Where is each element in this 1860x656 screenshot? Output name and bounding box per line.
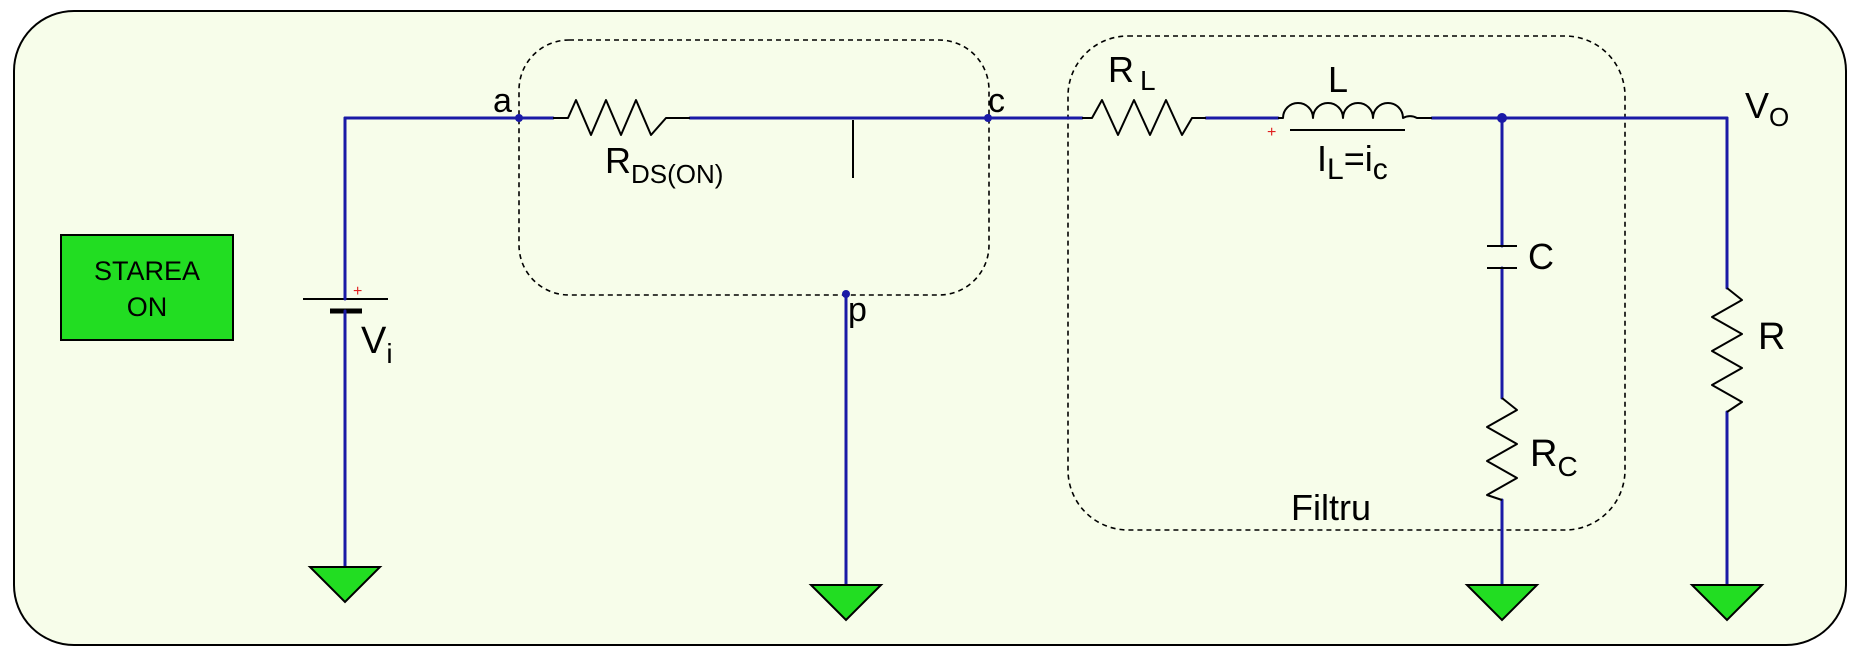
inductor-polarity: + bbox=[1267, 124, 1276, 141]
node-a-dot bbox=[515, 114, 523, 122]
diagram-panel bbox=[13, 10, 1847, 646]
capacitor-symbol bbox=[1487, 245, 1517, 269]
current-label: IL=ic bbox=[1317, 138, 1388, 186]
wires bbox=[343, 116, 1729, 587]
switch-dashed-box bbox=[518, 39, 990, 296]
battery-symbol bbox=[303, 256, 388, 360]
node-out-dot bbox=[1497, 113, 1507, 123]
node-a-label: a bbox=[493, 82, 512, 120]
rc-resistor bbox=[1486, 397, 1518, 501]
capacitor-label: C bbox=[1528, 236, 1554, 277]
rc-label: RC bbox=[1530, 433, 1578, 482]
node-p-label: p bbox=[848, 291, 867, 329]
ground-load bbox=[1689, 584, 1765, 622]
output-subscript: O bbox=[1769, 102, 1789, 132]
state-box-line1: STAREA bbox=[94, 256, 200, 286]
rds-on-resistor bbox=[553, 99, 690, 136]
ground-rc bbox=[1464, 584, 1540, 622]
rds-on-label: RDS(ON) bbox=[605, 140, 723, 189]
inductor-label: L bbox=[1328, 59, 1348, 100]
state-box: STAREA ON bbox=[60, 234, 234, 341]
filter-title: Filtru bbox=[1291, 487, 1371, 528]
source-subscript: i bbox=[386, 338, 392, 369]
source-polarity: + bbox=[353, 283, 362, 300]
load-resistor bbox=[1711, 287, 1743, 413]
ground-p bbox=[808, 584, 884, 622]
state-box-line2: ON bbox=[127, 292, 168, 322]
inductor-symbol bbox=[1278, 102, 1432, 131]
load-label: R bbox=[1758, 316, 1785, 358]
rc-subscript: C bbox=[1557, 451, 1577, 482]
node-c-dot bbox=[984, 114, 992, 122]
ground-source bbox=[307, 566, 383, 604]
node-c-label: c bbox=[988, 82, 1005, 120]
output-label: VO bbox=[1745, 85, 1789, 132]
rl-subscript: L bbox=[1140, 65, 1156, 96]
rds-on-subscript: DS(ON) bbox=[631, 159, 723, 189]
filter-dashed-box bbox=[1067, 35, 1626, 531]
rl-resistor bbox=[1082, 99, 1206, 136]
node-p-dot bbox=[842, 290, 850, 298]
source-label: Vi bbox=[361, 320, 393, 369]
